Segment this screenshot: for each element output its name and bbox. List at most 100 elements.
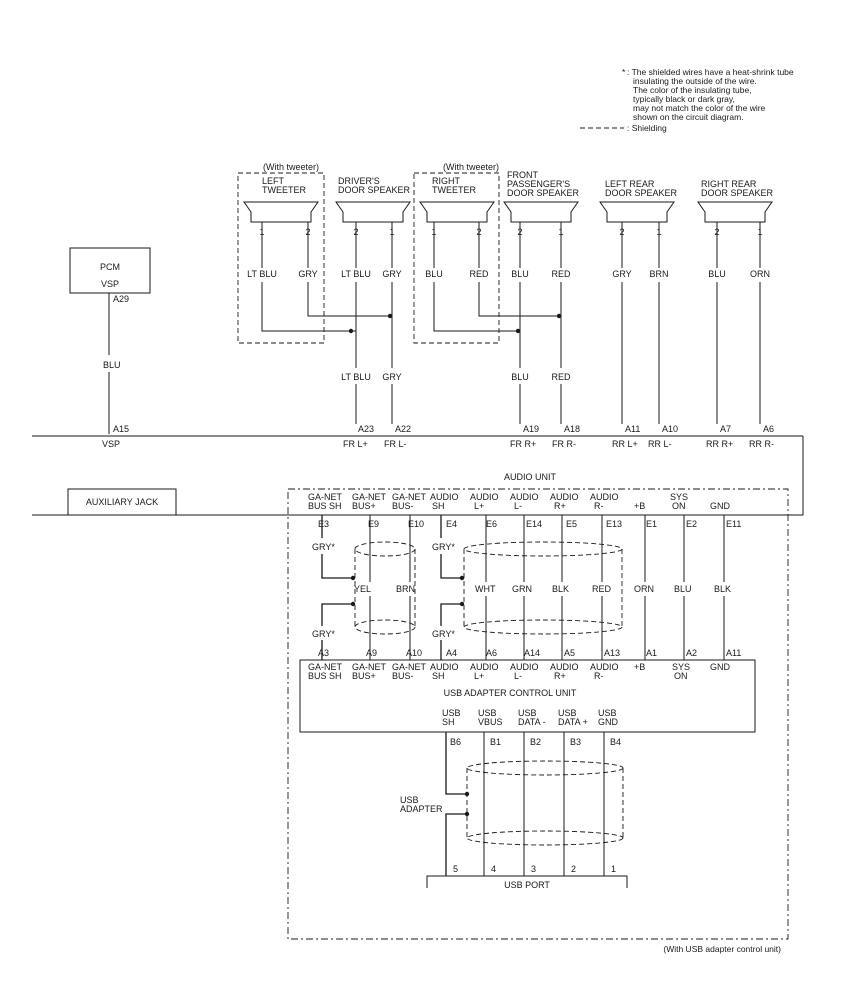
- terminal-label: SH: [432, 501, 445, 511]
- terminal-label: VBUS: [478, 717, 503, 727]
- usb-adapter-footer-note: (With USB adapter control unit): [663, 944, 781, 954]
- wire-color: GRY: [382, 372, 401, 382]
- speaker-name: DRIVER'S: [338, 176, 380, 186]
- terminal-label: GA-NET: [308, 492, 343, 502]
- pin-label: B4: [610, 737, 621, 747]
- terminal-label: GND: [710, 662, 731, 672]
- usb-port-pin: 3: [531, 864, 536, 874]
- pin-label: B6: [450, 737, 461, 747]
- pin-label: A2: [686, 648, 697, 658]
- wire-color: BLU: [511, 269, 529, 279]
- note-line: shown on the circuit diagram.: [633, 112, 744, 122]
- speaker-right-rear-door: RIGHT REAR DOOR SPEAKER 2 1 BLU ORN: [697, 179, 774, 279]
- pin-label: A7: [720, 424, 731, 434]
- terminal-label: ON: [672, 501, 686, 511]
- audio-to-usb-wiring: GRY* GRY* YEL BRN GRY* GRY* WHT GRN BLK …: [312, 515, 731, 660]
- wire-color: BRN: [396, 584, 415, 594]
- speaker-option-note: (With tweeter): [443, 162, 499, 172]
- terminal-label: AUDIO: [470, 662, 499, 672]
- wire-color: BLU: [708, 269, 726, 279]
- note-line: The color of the insulating tube,: [633, 85, 752, 95]
- pin-label: A18: [564, 424, 580, 434]
- speaker-symbol: [697, 201, 773, 223]
- pin-label: A19: [523, 424, 539, 434]
- pin-label: A23: [358, 424, 374, 434]
- pin-label: A1: [646, 648, 657, 658]
- pcm-pin: A29: [113, 294, 129, 304]
- usb-adapter-label: USB: [400, 795, 419, 805]
- pin-label: E14: [526, 519, 542, 529]
- terminal-label: L-: [514, 501, 522, 511]
- terminal-label: USB: [598, 708, 617, 718]
- pin-label: A13: [604, 648, 620, 658]
- pin-label: E9: [368, 519, 379, 529]
- terminal-label: GND: [710, 501, 731, 511]
- pin-label: A22: [395, 424, 411, 434]
- wire-color: GRY: [298, 269, 317, 279]
- pin-label: E13: [606, 519, 622, 529]
- terminal-label: AUDIO: [430, 492, 459, 502]
- pin-label: A5: [564, 648, 575, 658]
- terminal-label: L+: [474, 501, 484, 511]
- usb-port-pin: 5: [453, 864, 458, 874]
- pin-label: A10: [406, 648, 422, 658]
- speaker-symbol: [503, 201, 579, 223]
- pin-label: A11: [625, 424, 640, 434]
- usb-port-pin: 4: [491, 864, 496, 874]
- shielding-note: * : The shielded wires have a heat-shrin…: [580, 67, 794, 133]
- wire-color: BLU: [674, 584, 692, 594]
- pin-label: A6: [486, 648, 497, 658]
- note-asterisk: *: [622, 67, 626, 77]
- terminal-label: R-: [594, 671, 604, 681]
- signal-label: FR R-: [552, 439, 576, 449]
- wire-color: RED: [551, 269, 571, 279]
- pin-label: A15: [113, 424, 129, 434]
- usb-port-outline: [426, 875, 628, 888]
- auxiliary-jack-box: [67, 488, 177, 516]
- speaker-name: TWEETER: [262, 185, 306, 195]
- terminal-label: ON: [674, 671, 688, 681]
- terminal-label: AUDIO: [590, 662, 619, 672]
- terminal-label: BUS+: [352, 671, 376, 681]
- terminal-label: BUS-: [392, 671, 414, 681]
- pin-label: E5: [566, 519, 577, 529]
- wire-color: GRY: [612, 269, 631, 279]
- terminal-label: DATA -: [518, 717, 546, 727]
- speaker-left-tweeter: (With tweeter) LEFT TWEETER 1 2 LT BLU G…: [243, 162, 319, 279]
- wire-color: LT BLU: [341, 372, 371, 382]
- usb-adapter-label: ADAPTER: [400, 804, 443, 814]
- wire-color: BLK: [552, 584, 569, 594]
- terminal-label: L-: [514, 671, 522, 681]
- terminal-label: SH: [442, 717, 455, 727]
- speaker-name: TWEETER: [432, 185, 476, 195]
- terminal-label: AUDIO: [550, 662, 579, 672]
- audio-unit-top-connector: A15 VSP A23 FR L+ A22 FR L- A19 FR R+ A1…: [32, 424, 804, 516]
- wire-color: GRY*: [312, 629, 335, 639]
- signal-label: FR R+: [510, 439, 536, 449]
- terminal-label: R+: [554, 671, 566, 681]
- usb-adapter-control-unit: A3 A9 A10 A4 A6 A14 A5 A13 A1 A2 A11 GA-…: [299, 648, 756, 747]
- signal-label: RR L+: [612, 439, 638, 449]
- terminal-label: BUS+: [352, 501, 376, 511]
- terminal-label: SYS: [670, 492, 688, 502]
- wire-color: BLK: [714, 584, 731, 594]
- terminal-label: BUS SH: [308, 671, 342, 681]
- wire-color: BLU: [425, 269, 443, 279]
- pin-label: A3: [318, 648, 329, 658]
- speaker-name: PASSENGER'S: [507, 179, 570, 189]
- wire-color: WHT: [475, 584, 496, 594]
- note-line: insulating the outside of the wire.: [633, 76, 757, 86]
- usb-adapter-control-unit-name: USB ADAPTER CONTROL UNIT: [444, 688, 577, 698]
- usb-port-name: USB PORT: [504, 880, 550, 890]
- terminal-label: AUDIO: [510, 492, 539, 502]
- wire-color: YEL: [354, 584, 371, 594]
- usb-port: 5 4 3 2 1 USB PORT: [426, 864, 628, 890]
- signal-label: RR R+: [706, 439, 733, 449]
- note-line: : The shielded wires have a heat-shrink …: [627, 67, 794, 77]
- pin-label: E2: [686, 519, 697, 529]
- pin-label: B2: [530, 737, 541, 747]
- speaker-right-tweeter: (With tweeter) RIGHT TWEETER 1 2 BLU RED: [419, 162, 499, 279]
- terminal-label: SH: [432, 671, 445, 681]
- terminal-label: +B: [634, 501, 645, 511]
- speaker-wiring: LT BLU GRY BLU RED: [261, 222, 761, 424]
